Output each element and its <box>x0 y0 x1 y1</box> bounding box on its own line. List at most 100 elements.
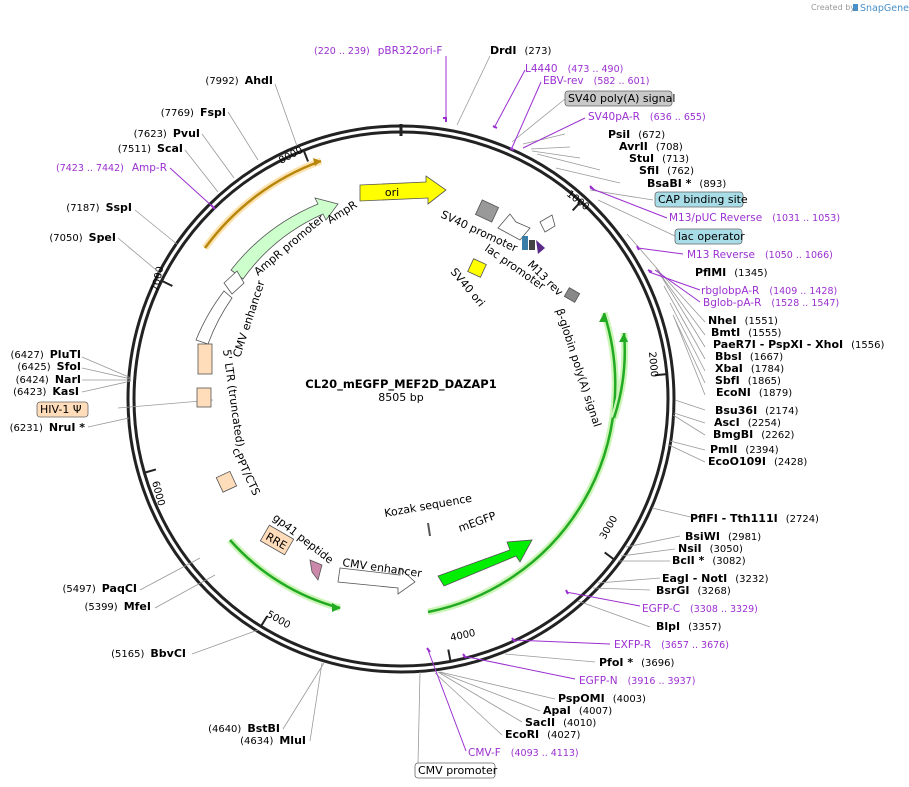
enzyme-site-pluti: PluTI(6427) <box>10 348 81 361</box>
leader-nsii <box>620 548 676 557</box>
tick-mark-8000 <box>302 150 309 162</box>
bglobin-polya-box <box>563 287 581 303</box>
enzyme-site-ecoo109i: EcoO109I(2428) <box>708 455 807 468</box>
enzyme-position: (6427) <box>10 350 43 361</box>
enzyme-site-avrii: AvrII(708) <box>619 140 683 153</box>
tick-mark-1000 <box>571 200 582 212</box>
enzyme-position: (6231) <box>10 423 43 434</box>
enzyme-name: SpeI <box>89 231 116 244</box>
enzyme-position: (7992) <box>205 76 238 87</box>
enzyme-name: BstBI <box>247 722 280 735</box>
boxed-labels: SV40 poly(A) signal CAP binding site lac… <box>36 90 748 779</box>
leader-drdi <box>456 55 491 126</box>
primer-line-m13puc <box>589 187 668 219</box>
leader-avrii <box>530 146 571 150</box>
enzyme-name: PvuI <box>173 127 200 140</box>
enzyme-site-nhei: NheI(1551) <box>708 314 778 327</box>
leader-sfoi <box>81 367 132 380</box>
enzyme-name: AhdI <box>245 74 273 87</box>
enzyme-site-pvui: PvuI(7623) <box>134 127 200 140</box>
leader-fspi <box>227 111 259 161</box>
enzyme-site-stui: StuI(713) <box>629 152 689 165</box>
cmv-enhancer-bottom-arrow <box>337 567 416 595</box>
leader-xhoi <box>657 270 706 348</box>
enzyme-site-mfei: MfeI(5399) <box>84 600 151 613</box>
leader-bmti <box>656 269 706 336</box>
primer-egfp-c: EGFP-C(3308 .. 3329) <box>642 603 758 615</box>
primer-marker-egfpn <box>462 653 467 659</box>
hiv-psi-box <box>36 401 89 418</box>
enzyme-site-bbsi: BbsI(1667) <box>715 350 783 363</box>
enzyme-site-spei: SpeI(7050) <box>49 231 116 244</box>
enzyme-site-nrui: NruI *(6231) <box>10 421 86 434</box>
primer-sv40pa-r: SV40pA-R(636 .. 655) <box>588 111 706 123</box>
leader-bsiwi <box>625 535 681 548</box>
m13-rev-arrow <box>536 240 545 254</box>
primer-marker-ebv <box>509 147 515 151</box>
enzyme-position: (5399) <box>84 602 117 613</box>
primer-exfp-r: EXFP-R(3657 .. 3676) <box>614 639 729 651</box>
ltr-box-2 <box>196 387 212 408</box>
enzyme-site-sacii: SacII(4010) <box>525 716 596 729</box>
enzyme-site-pfoi: PfoI *(3696) <box>599 656 674 669</box>
primer-marker-l4440 <box>492 125 498 129</box>
enzyme-site-apai: ApaI(4007) <box>543 704 612 717</box>
megfp-arrow <box>437 539 533 587</box>
enzyme-name: NarI <box>55 373 81 386</box>
cmv-promoter-box <box>414 762 496 779</box>
orf-arc-left-arrowhead <box>332 603 341 612</box>
primer-marker-pbr322 <box>443 117 447 122</box>
enzyme-site-pspomi: PspOMI(4003) <box>558 692 646 705</box>
primer-egfp-n: EGFP-N(3916 .. 3937) <box>579 675 695 687</box>
leader-cmv-promoter <box>417 671 421 765</box>
enzyme-site-sfoi: SfoI(6425) <box>17 360 81 373</box>
leader-sacii <box>437 671 523 723</box>
primer-line-sv40pa <box>522 117 586 149</box>
ltr-box <box>197 343 213 375</box>
tick-label-2000: 2000 <box>646 351 659 377</box>
primer-line-ampr <box>169 167 214 208</box>
leader-lines <box>81 55 706 765</box>
enzyme-name: PaqCI <box>102 582 137 595</box>
enzyme-site-econi: EcoNI(1879) <box>716 386 792 399</box>
tick-mark-2000 <box>654 373 667 377</box>
leader-pspomi <box>439 671 556 700</box>
sv40-ori-box <box>467 258 487 278</box>
leader-mlui <box>309 662 323 742</box>
leader-scai <box>184 149 219 193</box>
enzyme-name: FspI <box>200 106 226 119</box>
enzyme-site-nsii: NsiI(3050) <box>678 542 743 555</box>
enzyme-site-sfii: SfiI(762) <box>639 164 694 177</box>
leader-pflmi <box>626 233 661 273</box>
enzyme-site-bstbi: BstBI(4640) <box>208 722 280 735</box>
leader-bsu36i <box>674 399 706 411</box>
credit-brand: SnapGene <box>860 3 909 14</box>
enzyme-site-bmgbi: BmgBI(2262) <box>713 428 795 441</box>
leader-sbfi <box>672 314 706 384</box>
primer-marker-egfpc <box>565 589 569 595</box>
enzyme-site-paer7i-pspxi-xhoi: PaeR7I - PspXI - XhoI(1556) <box>713 338 885 351</box>
ltr-label: 5' LTR (truncated) <box>220 349 247 448</box>
leader-mfei <box>154 574 216 609</box>
leader-kasi <box>81 380 132 393</box>
primer-amp-r: (7423 .. 7442)Amp-R <box>56 162 167 174</box>
primer-marker-exfpr <box>511 637 516 643</box>
leader-pluti <box>81 356 132 379</box>
enzyme-site-bsrgi: BsrGI(3268) <box>656 584 731 597</box>
primer-pbr322ori-f: (220 .. 239)pBR322ori-F <box>314 45 442 57</box>
orf-arc-right-arrowhead <box>599 313 608 322</box>
credit-prefix: Created by <box>811 3 855 12</box>
tick-mark-4000 <box>447 649 452 662</box>
enzyme-site-bcli: BclI *(3082) <box>672 554 746 567</box>
sv40-polya-box <box>564 90 673 107</box>
enzyme-site-mlui: MluI(4634) <box>240 734 306 747</box>
leader-ecoo109i <box>668 444 706 463</box>
enzyme-site-sspi: SspI(7187) <box>66 201 132 214</box>
primer-m13-reverse: M13 Reverse(1050 .. 1066) <box>687 249 833 261</box>
lac-operator-box <box>522 236 528 250</box>
enzyme-site-bmti: BmtI(1555) <box>711 326 782 339</box>
ampr-orf-arc <box>203 159 322 249</box>
primer-line-m13rev <box>637 247 684 255</box>
enzyme-position: (4634) <box>240 736 273 747</box>
leader-stui <box>531 150 581 159</box>
